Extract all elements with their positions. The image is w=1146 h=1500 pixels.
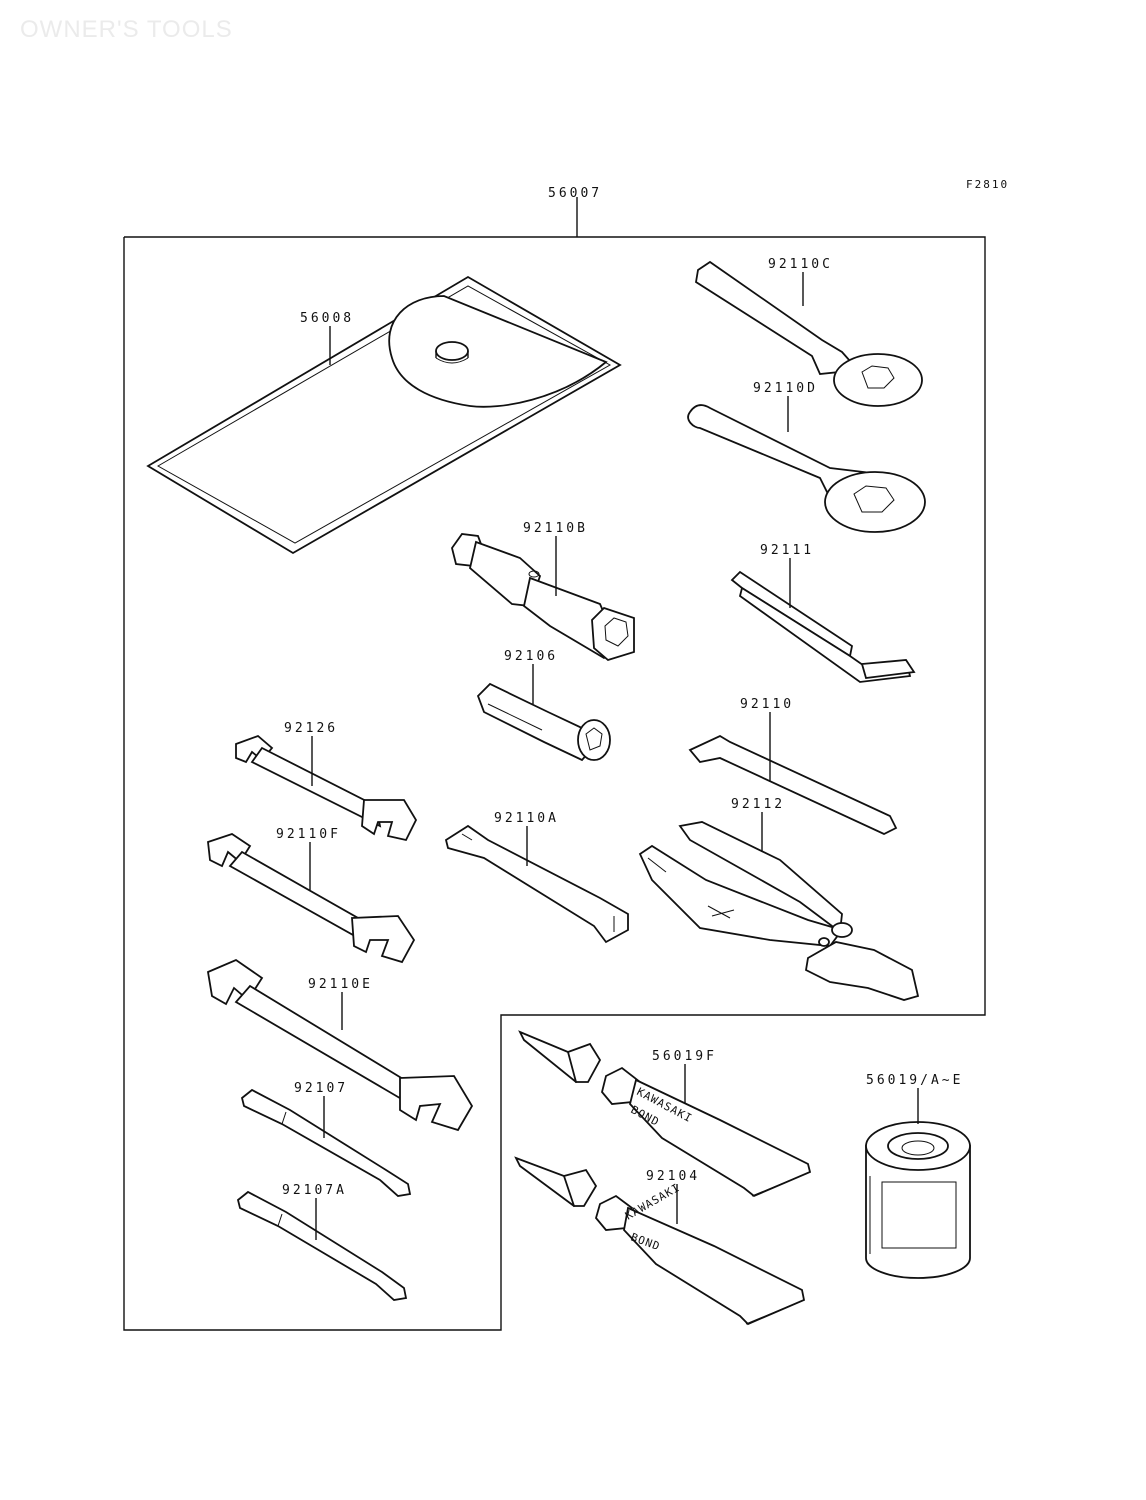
label-92106: 92106 (504, 649, 558, 664)
label-92110F: 92110F (276, 827, 341, 842)
label-92110C: 92110C (768, 257, 833, 272)
wrench-92110F (207, 833, 416, 964)
label-56019AE: 56019/A~E (866, 1073, 963, 1088)
label-92110E: 92110E (308, 977, 373, 992)
label-56008: 56008 (300, 311, 354, 326)
wrench-92126 (235, 734, 418, 842)
tube-brand-92104: KAWASAKI (623, 1181, 682, 1223)
label-92110D: 92110D (753, 381, 818, 396)
wrench-92110E (206, 958, 474, 1132)
box-wrench-92110D (687, 404, 926, 533)
label-92111: 92111 (760, 543, 814, 558)
bond-tube-56019F (518, 1030, 812, 1198)
bond-tube-92104 (514, 1156, 806, 1326)
label-92104: 92104 (646, 1169, 700, 1184)
label-92107A: 92107A (282, 1183, 347, 1198)
can-56019-A-E (865, 1121, 971, 1279)
hex-key-92110 (688, 734, 898, 835)
screwdriver-92107 (240, 1088, 412, 1197)
label-92110A: 92110A (494, 811, 559, 826)
box-wrench-92110C (695, 260, 923, 407)
wrench-92110A (444, 824, 629, 944)
tool-bag-56008 (146, 275, 622, 555)
pliers-92112 (638, 821, 920, 1001)
socket-adapter-92106 (476, 682, 611, 762)
label-92126: 92126 (284, 721, 338, 736)
page-watermark: OWNER'S TOOLS (20, 16, 233, 43)
label-56019F: 56019F (652, 1049, 717, 1064)
label-92107: 92107 (294, 1081, 348, 1096)
extension-bar-92111 (730, 570, 916, 683)
label-56007: 56007 (548, 186, 602, 201)
plug-wrench-92110B (451, 533, 635, 662)
label-92110: 92110 (740, 697, 794, 712)
kit-outline (123, 236, 986, 1331)
label-92112: 92112 (731, 797, 785, 812)
label-92110B: 92110B (523, 521, 588, 536)
screwdriver-92107A (236, 1190, 408, 1301)
figure-code: F2810 (966, 178, 1010, 191)
